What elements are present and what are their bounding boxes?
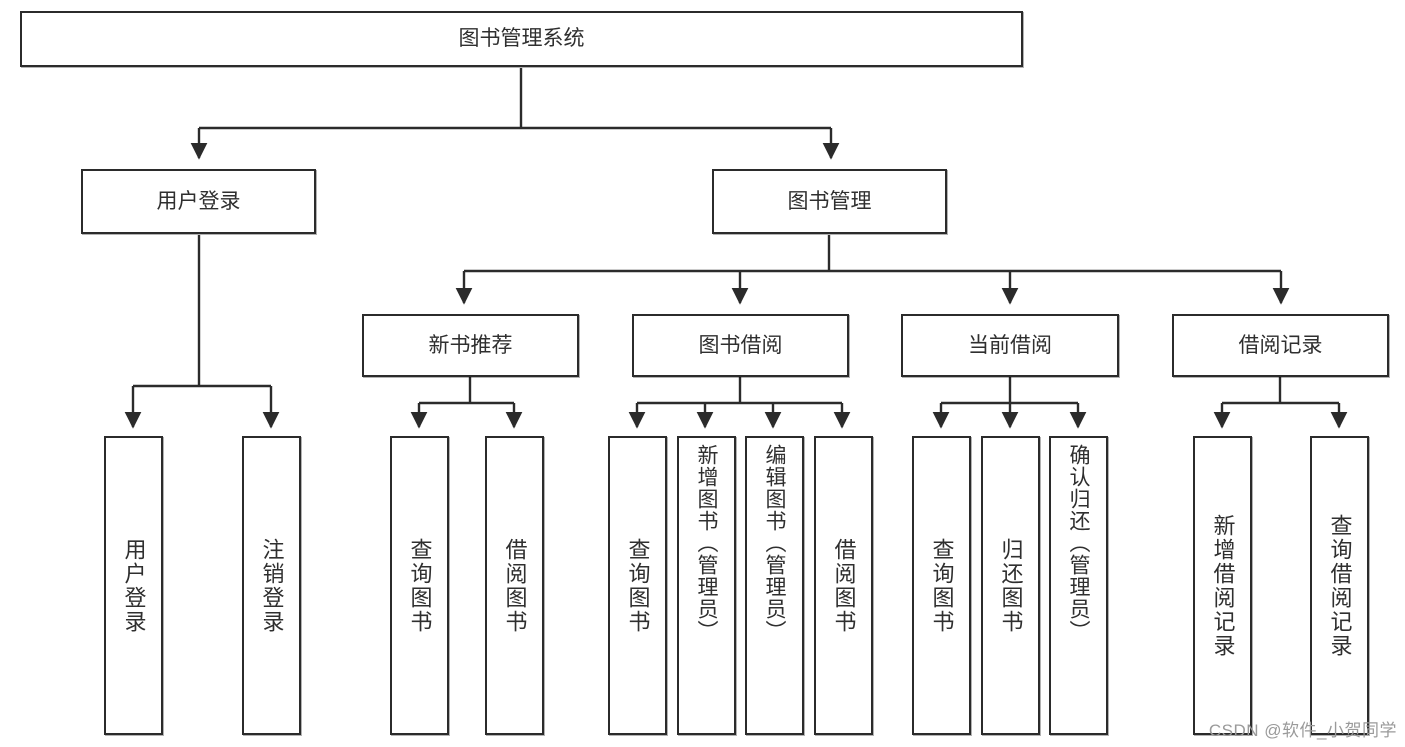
leaf-user-login[interactable]: 用户登录 <box>104 436 163 735</box>
node-label: 新书推荐 <box>428 333 513 357</box>
node-label: 归还图书 <box>998 537 1024 634</box>
node-label: 新增借阅记录 <box>1210 513 1236 658</box>
node-label: 借阅记录 <box>1238 333 1323 357</box>
node-label: 图书管理 <box>787 189 872 213</box>
leaf-query-book-borrow[interactable]: 查询图书 <box>608 436 667 735</box>
node-new-book-recommend[interactable]: 新书推荐 <box>362 314 579 377</box>
watermark-text: CSDN @软件_小贺同学 <box>1208 721 1397 740</box>
leaf-query-book-recommend[interactable]: 查询图书 <box>390 436 449 735</box>
node-label: 注销登录 <box>259 537 285 634</box>
leaf-return-book[interactable]: 归还图书 <box>981 436 1040 735</box>
node-current-borrow[interactable]: 当前借阅 <box>901 314 1119 377</box>
node-label: 查询图书 <box>625 537 651 634</box>
leaf-add-borrow-record[interactable]: 新增借阅记录 <box>1193 436 1252 735</box>
leaf-add-book[interactable]: 新增图书（管理员） <box>677 436 736 735</box>
leaf-edit-book[interactable]: 编辑图书（管理员） <box>745 436 804 735</box>
node-label: 确认归还（管理员） <box>1067 444 1090 642</box>
node-borrow-record[interactable]: 借阅记录 <box>1172 314 1389 377</box>
node-book-borrow[interactable]: 图书借阅 <box>632 314 849 377</box>
leaf-borrow-book-recommend[interactable]: 借阅图书 <box>485 436 544 735</box>
leaf-logout[interactable]: 注销登录 <box>242 436 301 735</box>
node-user-login[interactable]: 用户登录 <box>81 169 316 234</box>
node-label: 新增图书（管理员） <box>695 444 718 642</box>
leaf-borrow-book[interactable]: 借阅图书 <box>814 436 873 735</box>
node-label: 借阅图书 <box>502 537 528 634</box>
node-book-manage[interactable]: 图书管理 <box>712 169 947 234</box>
node-label: 图书借阅 <box>698 333 783 357</box>
node-label: 查询图书 <box>407 537 433 634</box>
node-label: 查询图书 <box>929 537 955 634</box>
node-label: 用户登录 <box>156 189 241 213</box>
leaf-confirm-return[interactable]: 确认归还（管理员） <box>1049 436 1108 735</box>
leaf-query-book-current[interactable]: 查询图书 <box>912 436 971 735</box>
node-label: 查询借阅记录 <box>1327 513 1353 658</box>
node-label: 当前借阅 <box>968 333 1052 357</box>
node-root-book-management-system[interactable]: 图书管理系统 <box>20 11 1023 67</box>
leaf-query-borrow-record[interactable]: 查询借阅记录 <box>1310 436 1369 735</box>
node-label: 用户登录 <box>121 537 147 634</box>
node-label: 编辑图书（管理员） <box>763 444 786 642</box>
node-label: 借阅图书 <box>831 537 857 634</box>
node-label: 图书管理系统 <box>458 27 585 51</box>
